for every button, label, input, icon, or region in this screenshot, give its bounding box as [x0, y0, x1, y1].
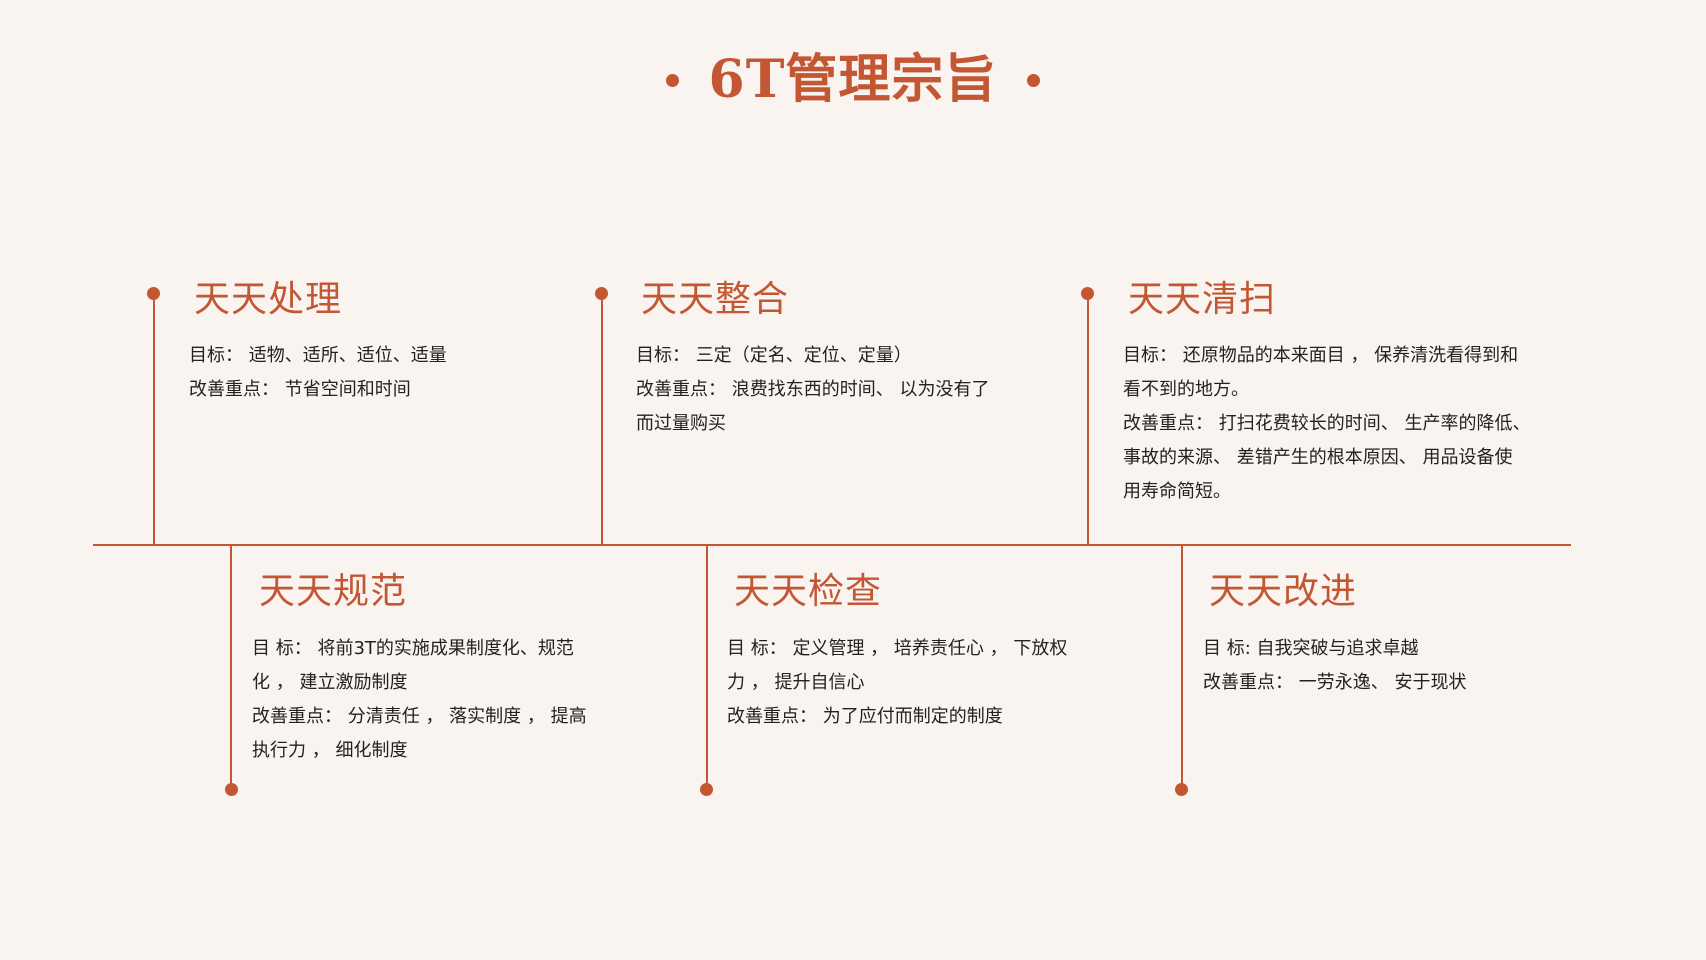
item-2-line-2: 改善重点： 浪费找东西的时间、 以为没有了: [636, 379, 990, 400]
item-heading-4: 天天规范: [259, 571, 408, 612]
item-heading-6: 天天改进: [1209, 571, 1358, 612]
item-body-1: 目标： 适物、适所、适位、适量 改善重点： 节省空间和时间: [189, 339, 589, 407]
timeline-node-3: [1081, 287, 1094, 300]
item-3-line-3: 改善重点： 打扫花费较长的时间、 生产率的降低、: [1123, 413, 1531, 434]
timeline-node-5: [700, 783, 713, 796]
item-heading-1: 天天处理: [194, 279, 343, 320]
item-body-5: 目 标： 定义管理 ， 培养责任心 ， 下放权 力 ， 提升自信心 改善重点： …: [727, 632, 1127, 734]
item-1-line-2: 改善重点： 节省空间和时间: [189, 379, 411, 400]
page-title: 6T管理宗旨: [708, 49, 998, 110]
item-heading-5: 天天检查: [734, 571, 883, 612]
item-body-6: 目 标: 自我突破与追求卓越 改善重点： 一劳永逸、 安于现状: [1203, 632, 1583, 700]
timeline-node-1: [147, 287, 160, 300]
item-4-line-3: 改善重点： 分清责任 ， 落实制度 ， 提高: [252, 706, 587, 727]
item-heading-3: 天天清扫: [1128, 279, 1277, 320]
item-2-line-3: 而过量购买: [636, 413, 726, 434]
timeline-node-4: [225, 783, 238, 796]
item-body-3: 目标： 还原物品的本来面目 ， 保养清洗看得到和 看不到的地方。 改善重点： 打…: [1123, 339, 1563, 509]
timeline-axis: [93, 544, 1571, 546]
timeline-node-6: [1175, 783, 1188, 796]
timeline-stem-2: [601, 294, 603, 545]
timeline-node-2: [595, 287, 608, 300]
timeline-stem-5: [706, 545, 708, 789]
item-body-2: 目标： 三定（定名、定位、定量） 改善重点： 浪费找东西的时间、 以为没有了 而…: [636, 339, 1056, 441]
timeline-stem-1: [153, 294, 155, 545]
item-4-line-1: 目 标： 将前3T的实施成果制度化、规范: [252, 638, 574, 659]
item-5-line-2: 力 ， 提升自信心: [727, 672, 865, 693]
item-3-line-2: 看不到的地方。: [1123, 379, 1249, 400]
item-body-4: 目 标： 将前3T的实施成果制度化、规范 化 ， 建立激励制度 改善重点： 分清…: [252, 632, 652, 768]
item-6-line-1: 目 标: 自我突破与追求卓越: [1203, 638, 1419, 659]
item-2-line-1: 目标： 三定（定名、定位、定量）: [636, 345, 912, 366]
item-3-line-5: 用寿命简短。: [1123, 481, 1231, 502]
item-5-line-1: 目 标： 定义管理 ， 培养责任心 ， 下放权: [727, 638, 1068, 659]
item-3-line-1: 目标： 还原物品的本来面目 ， 保养清洗看得到和: [1123, 345, 1519, 366]
item-1-line-1: 目标： 适物、适所、适位、适量: [189, 345, 447, 366]
timeline-stem-3: [1087, 294, 1089, 545]
title-right-dot: [1027, 73, 1041, 87]
title-bar: 6T管理宗旨: [0, 40, 1706, 120]
title-left-dot: [665, 73, 679, 87]
item-heading-2: 天天整合: [641, 279, 790, 320]
item-4-line-2: 化 ， 建立激励制度: [252, 672, 408, 693]
item-3-line-4: 事故的来源、 差错产生的根本原因、 用品设备使: [1123, 447, 1513, 468]
timeline-stem-6: [1181, 545, 1183, 789]
item-4-line-4: 执行力 ， 细化制度: [252, 740, 408, 761]
timeline-stem-4: [230, 545, 232, 789]
item-5-line-3: 改善重点： 为了应付而制定的制度: [727, 706, 1003, 727]
item-6-line-2: 改善重点： 一劳永逸、 安于现状: [1203, 672, 1467, 693]
